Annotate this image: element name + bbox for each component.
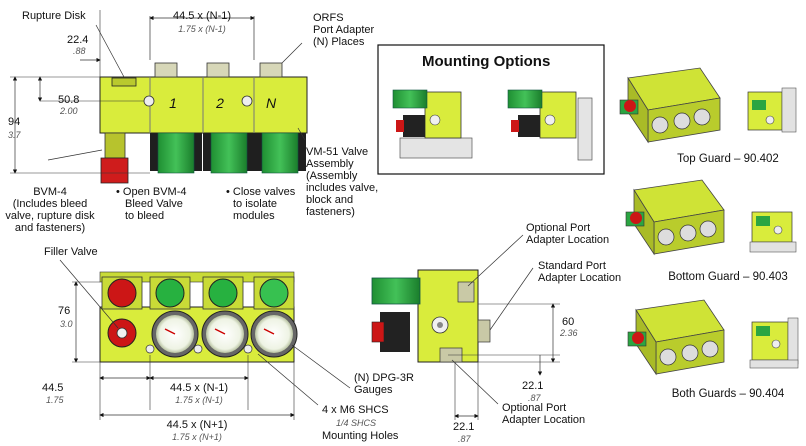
gauge-n <box>250 310 298 358</box>
label-vm51-4: includes valve, <box>306 182 379 194</box>
dim-50-8-in: 2.00 <box>60 106 78 116</box>
module-label-n: N <box>265 95 277 111</box>
label-mounting-holes: Mounting Holes <box>322 430 399 442</box>
side-view <box>371 234 560 420</box>
gauge-2 <box>201 310 249 358</box>
label-bvm-3: valve, rupture disk <box>5 210 95 222</box>
dim-22-1-a: 22.1 <box>522 380 544 392</box>
label-filler-valve: Filler Valve <box>44 246 98 258</box>
optional-port-adapter-top <box>457 281 475 303</box>
bottom-guard-render <box>625 179 797 256</box>
top-guard-render <box>619 67 797 144</box>
dim-44-5: 44.5 <box>42 382 64 394</box>
module-label-2: 2 <box>216 95 224 111</box>
dim-22-4: 22.4 <box>67 34 89 46</box>
dim-22-1-a-in: .87 <box>528 393 541 403</box>
both-guards-render <box>627 299 799 376</box>
front-valve-1 <box>155 278 185 308</box>
standard-port-adapter <box>477 319 491 343</box>
caption-top-guard: Top Guard – 90.402 <box>677 153 779 165</box>
valve-n <box>261 132 299 174</box>
dim-50-8: 50.8 <box>58 94 80 106</box>
gauge-1 <box>151 310 199 358</box>
port-adapter-1 <box>154 62 178 78</box>
mount-option-bottom <box>392 89 473 159</box>
label-vm51-6: fasteners) <box>306 206 355 218</box>
label-vm51-5: block and <box>306 194 354 206</box>
mounting-hole <box>243 344 253 354</box>
note-open: • Open BVM-4 <box>116 186 187 198</box>
label-opt-port-top-2: Adapter Location <box>526 234 610 246</box>
mounting-hole <box>145 344 155 354</box>
dim-bottom-in: 1.75 x (N+1) <box>172 432 222 442</box>
label-shcs: 4 x M6 SHCS <box>322 404 389 416</box>
front-red-knob <box>107 278 137 308</box>
dim-76: 76 <box>58 305 71 317</box>
label-orfs-2: Port Adapter <box>313 24 375 36</box>
label-gauges-2: Gauges <box>354 384 393 396</box>
mount-option-side <box>507 89 593 161</box>
front-view <box>59 259 351 420</box>
dim-76-in: 3.0 <box>60 319 73 329</box>
note-open-3: to bleed <box>125 210 165 222</box>
label-opt-port-bottom: Optional Port <box>502 402 567 414</box>
label-std-port: Standard Port <box>538 260 606 272</box>
label-shcs-in: 1/4 SHCS <box>336 418 377 428</box>
dim-bottom: 44.5 x (N+1) <box>166 419 228 431</box>
dim-94-in: 3.7 <box>8 130 21 140</box>
label-std-port-2: Adapter Location <box>538 272 622 284</box>
dim-60: 60 <box>562 316 575 328</box>
dim-94: 94 <box>8 116 21 128</box>
screw <box>241 95 253 107</box>
rupture-disk <box>111 77 137 87</box>
dim-60-in: 2.36 <box>560 328 578 338</box>
label-rupture-disk: Rupture Disk <box>22 10 86 22</box>
caption-bottom-guard: Bottom Guard – 90.403 <box>668 271 788 283</box>
valve-1 <box>157 132 195 174</box>
valve-2 <box>210 132 248 174</box>
label-bvm: BVM-4 <box>33 186 67 198</box>
label-bvm-4: and fasteners) <box>14 222 86 234</box>
label-vm51-2: Assembly <box>306 158 354 170</box>
side-handle <box>380 312 410 352</box>
dim-mid-in: 1.75 x (N-1) <box>175 395 223 405</box>
mounting-options-title: Mounting Options <box>422 53 551 70</box>
front-valve-n <box>259 278 289 308</box>
dim-top-width-in: 1.75 x (N-1) <box>178 24 226 34</box>
label-vm51-3: (Assembly <box>306 170 358 182</box>
dim-22-1-b: 22.1 <box>453 421 475 433</box>
bvm-red-knob <box>100 157 129 184</box>
note-close: • Close valves <box>226 186 296 198</box>
screw <box>143 95 155 107</box>
label-opt-port-top: Optional Port <box>526 222 591 234</box>
label-gauges: (N) DPG-3R <box>354 372 414 384</box>
side-valve <box>371 277 421 305</box>
note-open-2: Bleed Valve <box>125 198 183 210</box>
dim-top-width: 44.5 x (N-1) <box>172 10 232 22</box>
mounting-hole <box>193 344 203 354</box>
dim-44-5-in: 1.75 <box>46 395 64 405</box>
dim-mid: 44.5 x (N-1) <box>169 382 229 394</box>
dim-22-1-b-in: .87 <box>458 434 471 444</box>
mounting-options-panel <box>377 44 605 175</box>
bvm-body <box>104 132 126 159</box>
note-close-3: modules <box>233 210 275 222</box>
caption-both-guards: Both Guards – 90.404 <box>671 388 785 400</box>
top-view <box>10 10 308 184</box>
label-orfs: ORFS <box>313 12 344 24</box>
label-bvm-2: (Includes bleed <box>12 198 88 210</box>
label-orfs-3: (N) Places <box>313 36 365 48</box>
module-label-1: 1 <box>169 95 177 111</box>
port-adapter-2 <box>206 62 230 78</box>
dim-22-4-in: .88 <box>73 46 86 56</box>
label-vm51: VM-51 Valve <box>306 146 369 158</box>
front-valve-2 <box>208 278 238 308</box>
port-adapter-n <box>259 62 283 78</box>
note-close-2: to isolate <box>233 198 278 210</box>
label-opt-port-bottom-2: Adapter Location <box>502 414 586 426</box>
